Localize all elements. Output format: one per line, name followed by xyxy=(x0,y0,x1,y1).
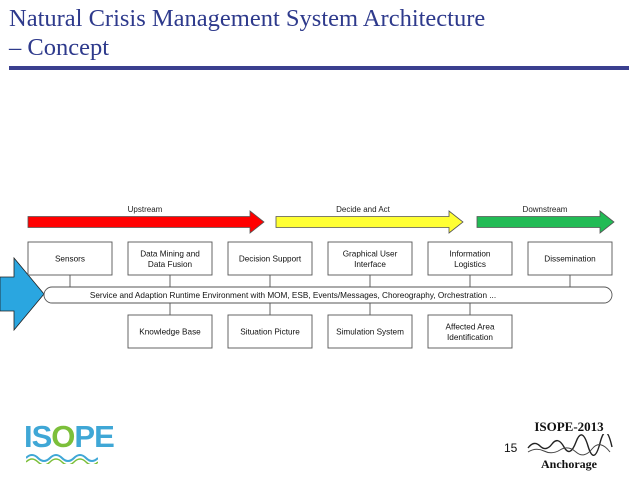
top-box-3-label: Interface xyxy=(354,260,386,269)
title-underline xyxy=(9,66,629,70)
bottom-box-3-label: Identification xyxy=(447,333,493,342)
bottom-box-3 xyxy=(427,314,513,349)
logo-wave-icon xyxy=(26,454,98,464)
bottom-box-0-label: Knowledge Base xyxy=(139,328,201,337)
conference-wave-icon xyxy=(527,434,613,456)
top-box-4 xyxy=(427,241,513,276)
top-box-2-label: Decision Support xyxy=(239,255,302,264)
bottom-box-1-label: Situation Picture xyxy=(240,328,300,337)
phase-label-0: Upstream xyxy=(128,205,163,214)
phase-arrow-1 xyxy=(275,210,464,234)
conference-city: Anchorage xyxy=(541,457,597,471)
architecture-diagram: Upstream Decide and Act Downstream Service… xyxy=(0,205,615,349)
isope-logo-text: ISOPE xyxy=(24,419,115,454)
phase-arrow-2 xyxy=(476,210,615,234)
top-box-0 xyxy=(27,241,113,276)
isope-logo: ISOPE xyxy=(24,420,115,468)
top-box-1-label: Data Mining and xyxy=(140,249,200,258)
service-bus xyxy=(43,286,613,304)
top-box-4-label: Information xyxy=(450,249,491,258)
top-box-4-label: Logistics xyxy=(454,260,486,269)
service-bus-label: Service and Adaption Runtime Environment… xyxy=(90,291,496,300)
phase-label-2: Downstream xyxy=(523,205,568,214)
bottom-box-0 xyxy=(127,314,213,349)
slide-title: Natural Crisis Management System Archite… xyxy=(9,5,486,61)
top-box-0-label: Sensors xyxy=(55,255,85,264)
top-box-3-label: Graphical User xyxy=(343,249,398,258)
page-number: 15 xyxy=(504,441,518,455)
bottom-box-1 xyxy=(227,314,313,349)
conference-name: ISOPE-2013 xyxy=(534,419,604,434)
top-box-5-label: Dissemination xyxy=(544,255,596,264)
entry-arrow-icon xyxy=(0,256,45,332)
top-box-1 xyxy=(127,241,213,276)
phase-arrow-0 xyxy=(27,210,265,234)
top-box-5 xyxy=(527,241,613,276)
top-box-2 xyxy=(227,241,313,276)
top-box-3 xyxy=(327,241,413,276)
bottom-box-2-label: Simulation System xyxy=(336,328,404,337)
phase-label-1: Decide and Act xyxy=(336,205,391,214)
top-box-1-label: Data Fusion xyxy=(148,260,193,269)
bottom-box-3-label: Affected Area xyxy=(445,322,494,331)
